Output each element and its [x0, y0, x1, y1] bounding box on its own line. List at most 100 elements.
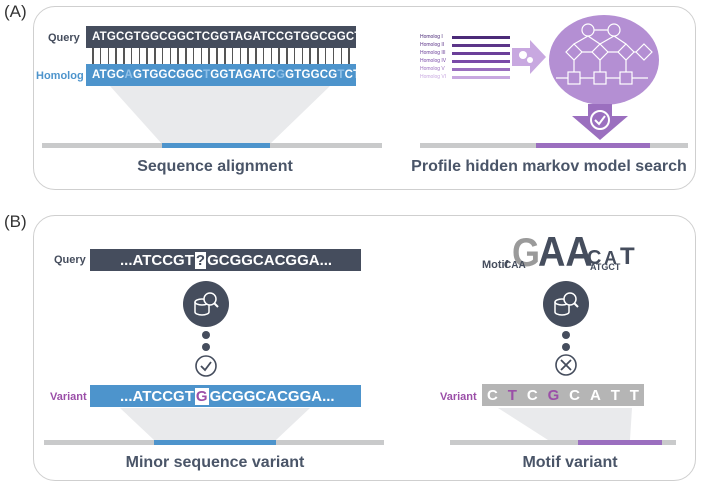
alignment-tick — [208, 48, 210, 65]
alignment-tick — [161, 48, 164, 65]
svg-text:A: A — [604, 248, 617, 268]
homolog-name: Homolog II — [420, 42, 445, 48]
motif-logo: G AA C A T CAA ATGCT — [504, 229, 635, 272]
svg-text:T: T — [620, 243, 635, 270]
alignment-tick — [262, 48, 265, 65]
alignment-tick — [317, 48, 319, 65]
homolog-bar — [452, 59, 510, 63]
homolog-bar — [452, 51, 510, 55]
motif-variant-letter: T — [610, 386, 620, 404]
homolog-bar — [452, 67, 510, 71]
variant-base: G — [194, 387, 209, 405]
alignment-tick — [192, 48, 195, 65]
panel-b-label: (B) — [4, 212, 27, 231]
alignment-tick — [278, 48, 280, 65]
alignment-tick — [301, 48, 304, 65]
variant-projection-cone — [120, 408, 310, 440]
homolog-bar — [452, 35, 510, 39]
alignment-projection-cone — [110, 86, 330, 144]
alignment-tick — [255, 48, 257, 65]
caption-profile-hmm-search: Profile hidden markov model search — [411, 158, 687, 175]
motif-variant-letter: A — [589, 386, 601, 404]
homolog-mismatch: A — [124, 69, 134, 81]
genome-track-highlight — [536, 143, 650, 148]
alignment-tick — [224, 48, 226, 65]
alignment-tick — [154, 48, 156, 65]
variant-seq-left: ...ATCCGT — [120, 387, 194, 405]
variant-seq-right: GCGGCACGGA... — [209, 387, 335, 405]
variant-label: Variant — [50, 391, 87, 403]
homolog-list-item: Homolog IV — [420, 57, 510, 65]
database-search-icon — [183, 281, 229, 327]
panel-a-label: (A) — [4, 2, 27, 21]
alignment-tick — [309, 48, 311, 65]
query-sequence: ATGCGTGGCGGCTCGGTAGATCCGTGGCGGCTCG — [92, 31, 380, 43]
alignment-tick — [107, 48, 110, 65]
alignment-tick — [92, 48, 94, 65]
alignment-tick — [216, 48, 218, 65]
alignment-tick — [138, 48, 141, 65]
alignment-tick — [169, 48, 172, 65]
homolog-seq-part: GTGGCGGC — [133, 69, 204, 81]
query-unknown-base: ? — [194, 251, 207, 269]
query-label: Query — [48, 32, 80, 44]
caption-minor-sequence-variant: Minor sequence variant — [125, 454, 305, 471]
homolog-list-item: Homolog I — [420, 33, 510, 41]
motif-variant-letter: C — [569, 386, 581, 404]
alignment-tick — [239, 48, 242, 65]
homolog-seq-part: GTGGCG — [285, 69, 338, 81]
dots-connector — [562, 331, 570, 351]
homolog-name: Homolog VI — [420, 74, 447, 80]
database-search-icon — [543, 281, 589, 327]
homolog-seq-part: ATGC — [92, 69, 125, 81]
query-sequence-bar-b: ...ATCCGT?GCGGCACGGA... — [90, 249, 361, 271]
alignment-tick — [130, 48, 133, 65]
motif-label: Motif — [482, 259, 509, 271]
motif-variant-letter: T — [507, 386, 517, 404]
query-seq-right: GCGGCACGGA... — [207, 251, 333, 269]
alignment-ticks — [92, 48, 350, 65]
homolog-seq-part: CTCG — [344, 69, 379, 81]
genome-track — [450, 440, 676, 445]
alignment-tick — [177, 48, 179, 65]
query-label-b: Query — [54, 254, 86, 266]
motif-variant-letter: C — [486, 386, 498, 404]
alignment-tick — [247, 48, 249, 65]
alignment-tick — [348, 48, 350, 65]
alignment-tick — [185, 48, 187, 65]
genome-track-highlight — [154, 440, 276, 445]
alignment-tick — [123, 48, 125, 65]
alignment-tick — [99, 48, 102, 65]
homolog-name: Homolog V — [420, 66, 445, 72]
alignment-tick — [200, 48, 203, 65]
motif-variant-label: Variant — [440, 391, 477, 403]
motif-projection-cone — [498, 408, 632, 440]
alignment-tick — [115, 48, 117, 65]
motif-variant-letter: T — [629, 386, 639, 404]
check-circle-icon — [195, 355, 217, 377]
homolog-seq-part: GGTAGATC — [210, 69, 276, 81]
svg-text:CAA: CAA — [504, 260, 526, 271]
homolog-bar — [452, 75, 510, 79]
homolog-list-item: Homolog III — [420, 49, 510, 57]
alignment-tick — [332, 48, 335, 65]
motif-variant-letter: G — [547, 386, 560, 404]
svg-text:ATGCT: ATGCT — [590, 262, 621, 272]
homolog-mismatch: T — [337, 69, 345, 81]
svg-text:C: C — [587, 247, 601, 269]
svg-text:G: G — [512, 231, 540, 272]
hmm-model-graphic — [549, 15, 659, 105]
x-circle-icon — [555, 354, 577, 376]
arrow-right-icon — [512, 40, 546, 74]
arrow-down-icon — [572, 104, 628, 140]
motif-variant-letter: C — [526, 386, 538, 404]
svg-text:AA: AA — [538, 229, 593, 272]
homolog-mismatch: G — [275, 69, 286, 81]
alignment-tick — [146, 48, 148, 65]
check-circle-icon — [590, 110, 610, 130]
alignment-tick — [324, 48, 327, 65]
